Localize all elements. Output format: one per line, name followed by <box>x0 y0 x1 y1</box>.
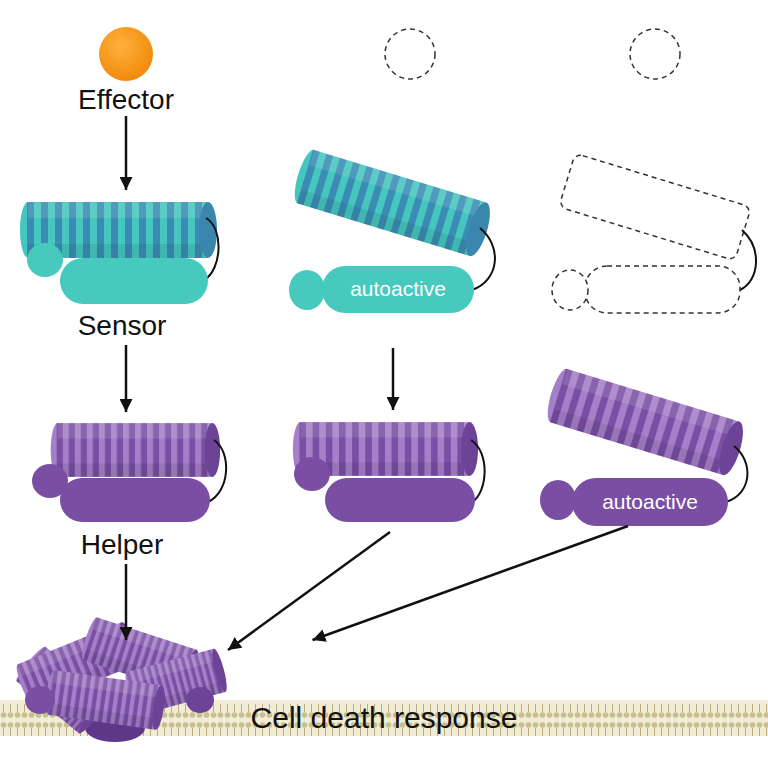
arrow <box>228 532 390 650</box>
absent-effector <box>385 29 435 79</box>
arrow <box>125 564 128 640</box>
linker <box>726 446 747 502</box>
resistosome-lrr <box>44 670 167 731</box>
autoactive-helper-nb: autoactive <box>572 478 728 526</box>
node-label: Sensor <box>78 310 167 342</box>
helper-cc <box>540 480 576 520</box>
helper-cc <box>294 457 330 491</box>
linker <box>740 230 756 290</box>
sensor-nb <box>60 258 208 304</box>
helper-cc <box>32 464 68 498</box>
resistosome-cc <box>25 686 55 714</box>
node-label: autoactive <box>602 490 698 514</box>
node-label: Helper <box>81 529 163 561</box>
node-label: Effector <box>78 84 174 116</box>
autoactive-sensor-nb: autoactive <box>322 266 474 313</box>
effector-circle <box>99 27 153 81</box>
helper-lrr <box>51 423 220 477</box>
linker <box>208 440 226 502</box>
absent-effector <box>630 29 680 79</box>
linker <box>204 218 219 280</box>
helper-nb <box>325 478 475 522</box>
helper-node: Helper <box>22 412 222 564</box>
linker <box>472 228 495 290</box>
arrow <box>125 345 128 412</box>
helper-nb <box>60 478 210 522</box>
sensor-lrr <box>290 148 495 259</box>
effector-node: Effector <box>60 24 192 116</box>
sensor-node: Sensor <box>22 190 222 345</box>
membrane-band: Cell death response <box>0 640 768 737</box>
absent-sensor <box>585 266 740 313</box>
arrow <box>313 526 629 640</box>
absent-sensor <box>552 270 588 310</box>
arrow <box>125 116 128 190</box>
node-label: autoactive <box>350 277 446 301</box>
arrow <box>392 348 395 410</box>
node-label: Cell death response <box>251 701 518 736</box>
resistosome-cc <box>186 687 214 713</box>
sensor-cc <box>27 243 63 277</box>
sensor-cc <box>289 270 325 310</box>
helper-lrr <box>543 367 748 478</box>
absent-sensor <box>559 153 751 260</box>
